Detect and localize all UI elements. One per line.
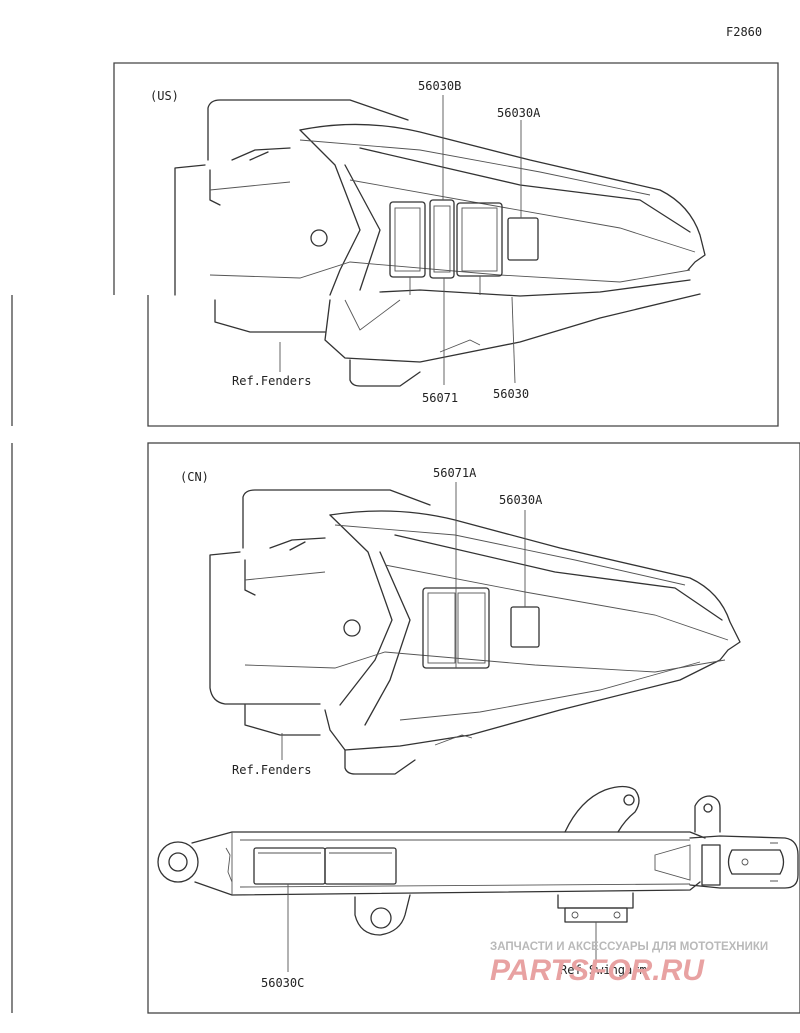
cn-fender-drawing [209,489,741,775]
callout-ref-swingarm: Ref.Swingarm [560,963,647,977]
callout-56030B: 56030B [418,79,461,93]
watermark: ЗАПЧАСТИ И АКСЕССУАРЫ ДЛЯ МОТОТЕХНИКИ PA… [490,941,768,987]
us-frame [11,62,779,427]
callout-56030A-cn: 56030A [499,493,543,507]
cn-frame [147,442,800,1014]
us-fender-drawing [174,99,706,387]
us-leader-lines [279,95,522,385]
callout-56030A-us: 56030A [497,106,541,120]
watermark-caption: ЗАПЧАСТИ И АКСЕССУАРЫ ДЛЯ МОТОТЕХНИКИ [490,941,768,953]
callout-ref-fenders-cn: Ref.Fenders [232,763,311,777]
region-label-us: (US) [150,89,179,103]
diagram-id: F2860 [726,25,762,39]
callout-56071A: 56071A [433,466,477,480]
callout-56030: 56030 [493,387,529,401]
cn-leader-lines [281,482,597,972]
section-us: (US) [11,62,779,427]
callout-ref-fenders-us: Ref.Fenders [232,374,311,388]
region-label-cn: (CN) [180,470,209,484]
watermark-site: PARTSFOR.RU [490,954,705,987]
callout-56030C: 56030C [261,976,304,990]
cn-swingarm-drawing [157,785,799,936]
section-cn: (CN) [11,442,800,1014]
callout-56071: 56071 [422,391,458,405]
